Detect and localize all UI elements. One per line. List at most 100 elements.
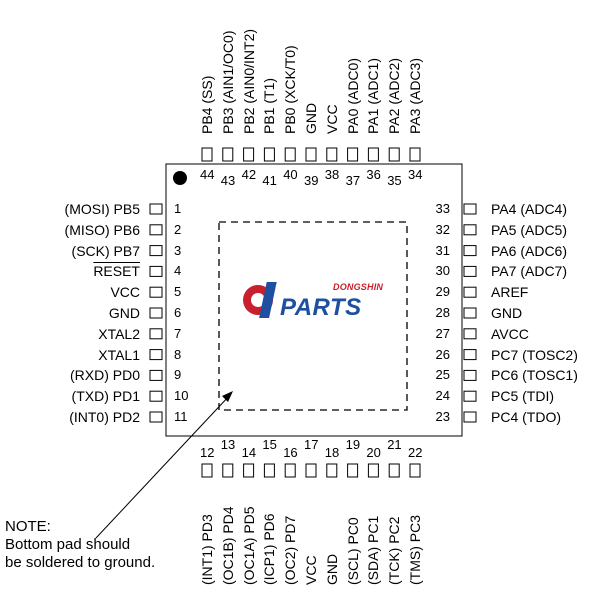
pin-label-8: XTAL1 [98, 347, 140, 363]
pin-name-25: PC6 [491, 367, 519, 384]
pin-name-36: PA1 [365, 108, 382, 134]
pin-name-6: GND [108, 305, 140, 321]
pin-name-4: RESET [93, 263, 140, 280]
pin-alt-15: (ICP1) [261, 540, 278, 585]
pin-number-11: 11 [174, 409, 188, 424]
pin-alt-31: (ADC6) [516, 242, 567, 259]
pin-label-25: PC6 (TOSC1) [491, 367, 578, 383]
pin-label-34: PA3 (ADC3) [407, 58, 423, 134]
pin-number-18: 18 [324, 445, 340, 460]
chip-body [165, 163, 463, 437]
pin-label-27: AVCC [491, 326, 529, 342]
pin-number-12: 12 [200, 445, 215, 460]
pin-alt-19: (SCL) [344, 544, 361, 585]
pin-alt-21: (TCK) [386, 543, 403, 585]
pin-name-19: PC0 [344, 517, 361, 545]
pin-right-25 [463, 369, 477, 381]
pin-name-9: PD0 [112, 367, 140, 384]
pin-number-5: 5 [174, 284, 182, 300]
pin-alt-10: (TXD) [71, 388, 113, 405]
pin-alt-2: (MISO) [64, 221, 114, 238]
pin-label-10: (TXD) PD1 [72, 388, 140, 404]
pin-label-6: GND [109, 305, 140, 321]
pin-label-22: (TMS) PC3 [407, 515, 423, 585]
pin-top-34 [409, 147, 421, 162]
pin-left-10 [149, 390, 163, 402]
pin-label-39: GND [303, 103, 319, 134]
pin-name-20: PC1 [365, 515, 382, 543]
pin-name-7: XTAL2 [98, 325, 140, 342]
pin-right-29 [463, 286, 477, 298]
pin-left-5 [149, 286, 163, 298]
pin-number-14: 14 [241, 445, 257, 460]
pin-number-6: 6 [174, 305, 182, 320]
pin-number-30: 30 [435, 263, 450, 279]
pin-label-4: RESET [93, 263, 140, 279]
pin-label-18: GND [324, 554, 340, 585]
pin-name-26: PC7 [491, 346, 519, 363]
pin-right-32 [463, 224, 477, 236]
pin-name-35: PA2 [386, 108, 403, 134]
pin-name-8: XTAL1 [98, 346, 140, 363]
pin-alt-26: (TOSC2) [518, 346, 578, 363]
pin-label-20: (SDA) PC1 [365, 516, 381, 585]
pin-alt-20: (SDA) [365, 543, 382, 585]
pin-label-36: PA1 (ADC1) [365, 58, 381, 134]
pin-number-42: 42 [241, 167, 257, 182]
pin-left-9 [149, 369, 163, 381]
pin-number-26: 26 [435, 346, 450, 362]
pin-name-27: AVCC [491, 325, 529, 342]
pin-alt-3: (SCK) [71, 242, 114, 259]
pin-name-28: GND [491, 305, 523, 321]
pin-number-2: 2 [174, 221, 182, 237]
pin-label-32: PA5 (ADC5) [491, 222, 567, 238]
pin-label-40: PB0 (XCK/T0) [282, 45, 298, 134]
note-text: NOTE: Bottom pad should be soldered to g… [5, 518, 155, 572]
pin-bottom-15 [263, 463, 275, 478]
pin-right-33 [463, 203, 477, 215]
pin-top-42 [243, 147, 255, 162]
pin-number-9: 9 [174, 367, 182, 383]
pin-number-37: 37 [345, 173, 361, 188]
pin-number-32: 32 [435, 221, 450, 237]
pin-alt-41: (T1) [261, 77, 278, 108]
pin-label-1: (MOSI) PB5 [65, 201, 140, 217]
pin-label-30: PA7 (ADC7) [491, 263, 567, 279]
pin-name-38: VCC [323, 104, 340, 134]
pin-label-7: XTAL2 [98, 326, 140, 342]
pin-top-36 [367, 147, 379, 162]
pin-name-42: PB2 [240, 107, 257, 134]
pin-label-44: PB4 (SS) [199, 76, 215, 134]
pin-bottom-19 [347, 463, 359, 478]
pin-name-21: PC2 [386, 516, 403, 544]
pin-number-15: 15 [262, 437, 277, 452]
pin-number-33: 33 [435, 201, 450, 216]
pin-number-36: 36 [366, 167, 381, 182]
pin-number-43: 43 [220, 173, 236, 188]
pin-name-5: VCC [110, 284, 140, 301]
pin-label-29: AREF [491, 284, 528, 300]
pin-number-10: 10 [174, 388, 189, 404]
pin-alt-44: (SS) [199, 75, 215, 108]
pin-name-13: PD4 [219, 506, 236, 534]
pin-number-13: 13 [220, 437, 236, 452]
pin-label-15: (ICP1) PD6 [261, 513, 277, 585]
pin-number-29: 29 [435, 284, 450, 300]
pin-number-21: 21 [387, 437, 402, 452]
pin-bottom-18 [326, 463, 338, 478]
pin-name-1: PB5 [113, 201, 140, 217]
pin-name-31: PA6 [491, 242, 517, 259]
pin-name-40: PB0 [282, 107, 299, 134]
pin-number-35: 35 [387, 173, 402, 188]
pin-label-23: PC4 (TDO) [491, 409, 561, 425]
pin-label-35: PA2 (ADC2) [386, 58, 402, 134]
pin-alt-24: (TDI) [518, 388, 554, 405]
pin-number-8: 8 [174, 346, 182, 362]
pin-name-12: PD3 [199, 514, 215, 542]
pin-right-26 [463, 349, 477, 361]
pin-number-16: 16 [283, 445, 298, 460]
pin-name-37: PA0 [344, 108, 361, 134]
pin-left-7 [149, 328, 163, 340]
pin-name-43: PB3 [219, 107, 236, 134]
pin-alt-1: (MOSI) [64, 201, 114, 217]
